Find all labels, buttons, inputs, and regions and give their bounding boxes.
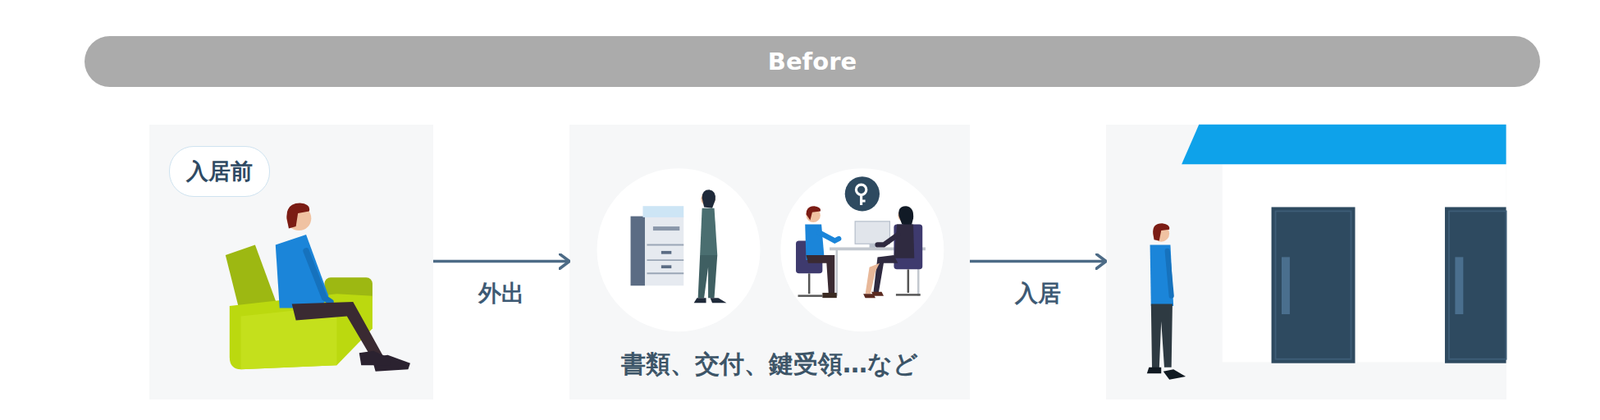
edge-label-box: 外出 bbox=[475, 278, 528, 310]
edge-label: 入居 bbox=[1011, 279, 1065, 307]
flow-arrow bbox=[969, 260, 1107, 264]
status-pill: 入居前 bbox=[169, 146, 270, 197]
copier-figure bbox=[630, 189, 727, 303]
banner-title: Before bbox=[768, 47, 857, 76]
section-banner: Before bbox=[84, 36, 1541, 87]
flow-arrow bbox=[433, 260, 570, 264]
edge-label-box: 入居 bbox=[1011, 278, 1065, 310]
counter-figures bbox=[795, 176, 926, 298]
edge-label: 外出 bbox=[475, 279, 528, 307]
sofa-person bbox=[225, 202, 411, 371]
step-caption: 書類、交付、鍵受領…など bbox=[621, 347, 919, 382]
